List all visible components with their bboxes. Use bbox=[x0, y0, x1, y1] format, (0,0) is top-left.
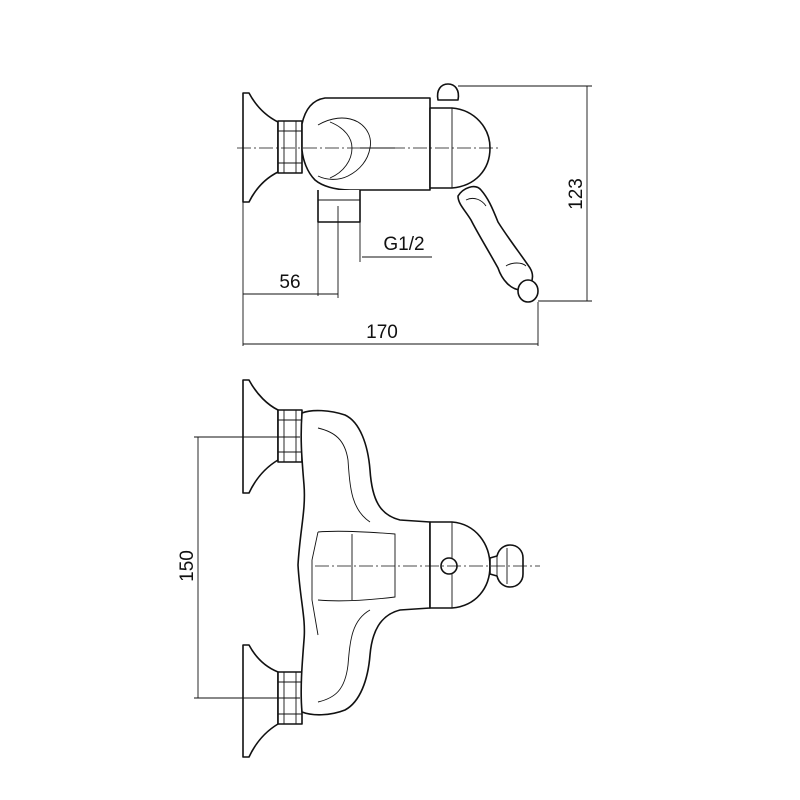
dim-length-label: 170 bbox=[366, 322, 398, 343]
dim-offset-label: 56 bbox=[279, 272, 300, 293]
dim-thread-label: G1/2 bbox=[383, 234, 424, 255]
hex-nut-upper bbox=[277, 409, 303, 463]
mixer-body-top-view bbox=[301, 97, 431, 191]
wall-flange-upper bbox=[242, 379, 279, 494]
hex-nut-top-view bbox=[277, 120, 303, 174]
dimension-offset: 56 bbox=[242, 202, 339, 346]
handle-knob-front bbox=[489, 544, 524, 588]
handle-knob-top bbox=[436, 83, 460, 101]
lever-handle bbox=[457, 185, 534, 291]
dimension-height: 123 bbox=[458, 85, 592, 302]
dim-centers-label: 150 bbox=[177, 550, 198, 582]
wall-flange-lower bbox=[242, 644, 279, 758]
outlet-connector bbox=[317, 190, 361, 223]
top-view: 123 G1/2 56 170 bbox=[237, 83, 592, 346]
mixer-body-front-view bbox=[297, 409, 431, 716]
wall-flange-top-view bbox=[242, 92, 279, 203]
dimension-thread: G1/2 bbox=[359, 222, 432, 262]
dimension-centers: 150 bbox=[177, 436, 300, 699]
body-inner-contour bbox=[311, 427, 396, 703]
front-view: 150 bbox=[177, 379, 540, 758]
dim-height-label: 123 bbox=[566, 178, 587, 210]
valve-cap-front-view bbox=[429, 521, 491, 609]
dimension-length: 170 bbox=[243, 302, 539, 346]
